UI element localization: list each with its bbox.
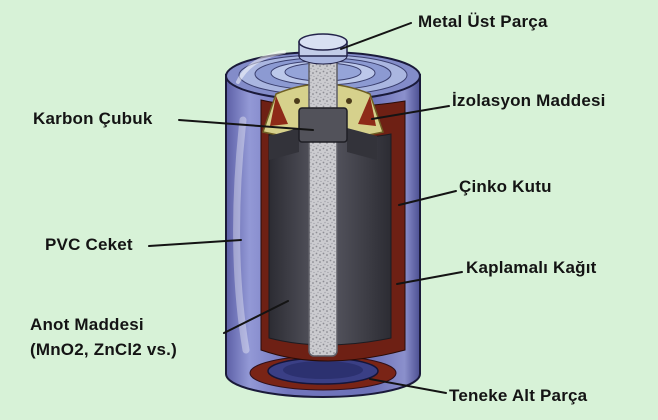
pointer-line-insulation: [371, 105, 450, 120]
pointer-line-metal-top: [340, 22, 412, 50]
pointer-line-zinc-can: [398, 190, 457, 206]
rod-collar: [269, 107, 377, 160]
label-insulation-material: İzolasyon Maddesi: [452, 91, 606, 110]
pointer-line-bottom-tin: [369, 378, 447, 394]
label-zinc-can: Çinko Kutu: [459, 177, 552, 196]
label-carbon-rod: Karbon Çubuk: [33, 109, 153, 128]
label-anode-material-line2: (MnO2, ZnCl2 vs.): [30, 340, 177, 359]
pointer-line-pvc-jacket: [148, 239, 242, 247]
metal-top-cap: [298, 33, 348, 65]
label-anode-material-line1: Anot Maddesi: [30, 315, 144, 334]
label-pvc-jacket: PVC Ceket: [45, 235, 133, 254]
label-anode-material: Anot Maddesi (MnO2, ZnCl2 vs.): [30, 312, 177, 362]
pointer-line-coated-paper: [396, 271, 463, 285]
pointer-line-anode: [223, 300, 289, 334]
pointer-lines: [148, 22, 463, 394]
battery: [225, 33, 421, 398]
label-metal-top-piece: Metal Üst Parça: [418, 12, 548, 31]
rim-highlight: [236, 50, 286, 84]
pointer-line-carbon-rod: [178, 119, 314, 131]
label-coated-paper: Kaplamalı Kağıt: [466, 258, 597, 277]
label-bottom-tin-piece: Teneke Alt Parça: [449, 386, 588, 405]
carbon-rod: [308, 57, 338, 357]
